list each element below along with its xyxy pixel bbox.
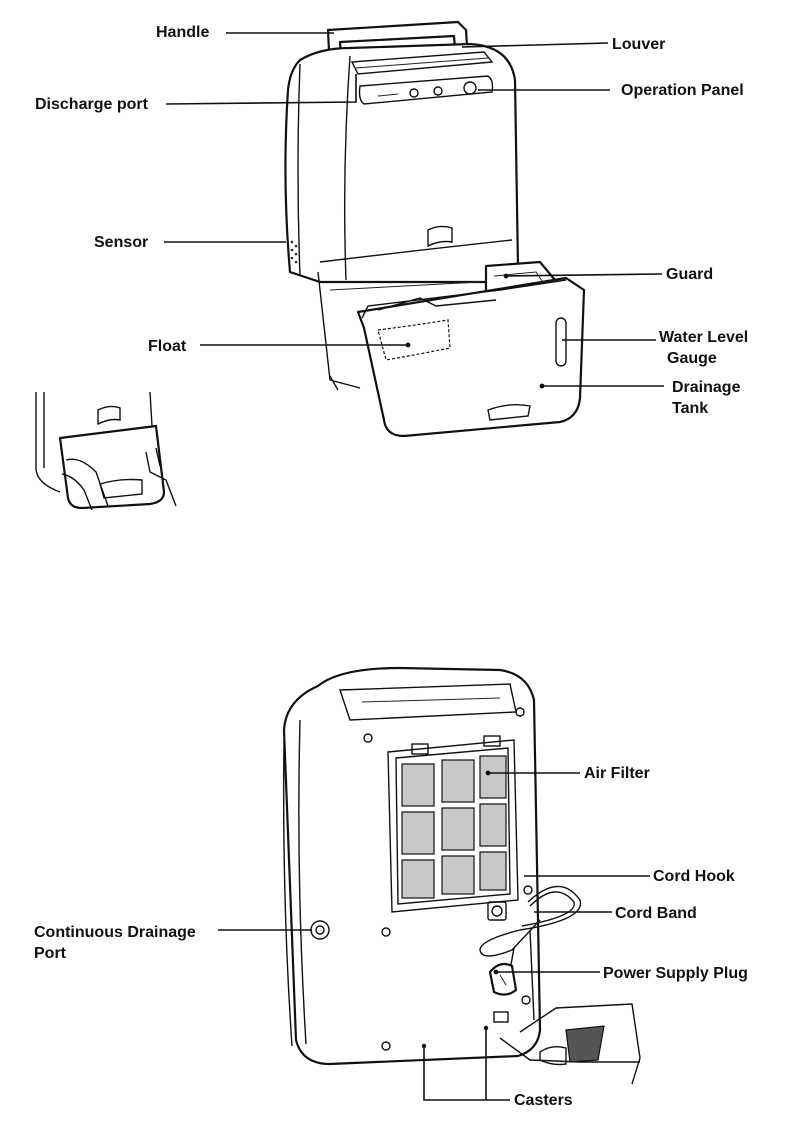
label-power-supply-plug: Power Supply Plug — [603, 965, 748, 982]
label-water-level-gauge-line2: Gauge — [667, 350, 717, 367]
label-air-filter: Air Filter — [584, 765, 650, 782]
label-louver: Louver — [612, 36, 665, 53]
label-guard: Guard — [666, 266, 713, 283]
label-casters: Casters — [514, 1092, 573, 1109]
label-handle: Handle — [156, 24, 209, 41]
front-leader-lines — [164, 32, 664, 389]
label-cord-band: Cord Band — [615, 905, 697, 922]
hand-removal-inset — [35, 391, 177, 511]
air-filter-grid — [401, 755, 507, 899]
label-cord-hook: Cord Hook — [653, 868, 735, 885]
label-drainage-tank-line1: Drainage — [672, 379, 741, 396]
label-operation-panel: Operation Panel — [621, 82, 744, 99]
label-discharge-port: Discharge port — [35, 96, 149, 113]
label-water-level-gauge-line1: Water Level — [659, 329, 748, 346]
front-view-illustration — [284, 20, 586, 438]
label-sensor: Sensor — [94, 234, 148, 251]
back-leader-lines — [218, 770, 650, 1101]
label-drainage-tank-line2: Tank — [672, 400, 708, 417]
label-continuous-drainage-port-line1: Continuous Drainage — [34, 924, 196, 941]
label-float: Float — [148, 338, 187, 355]
label-continuous-drainage-port-line2: Port — [34, 945, 67, 962]
